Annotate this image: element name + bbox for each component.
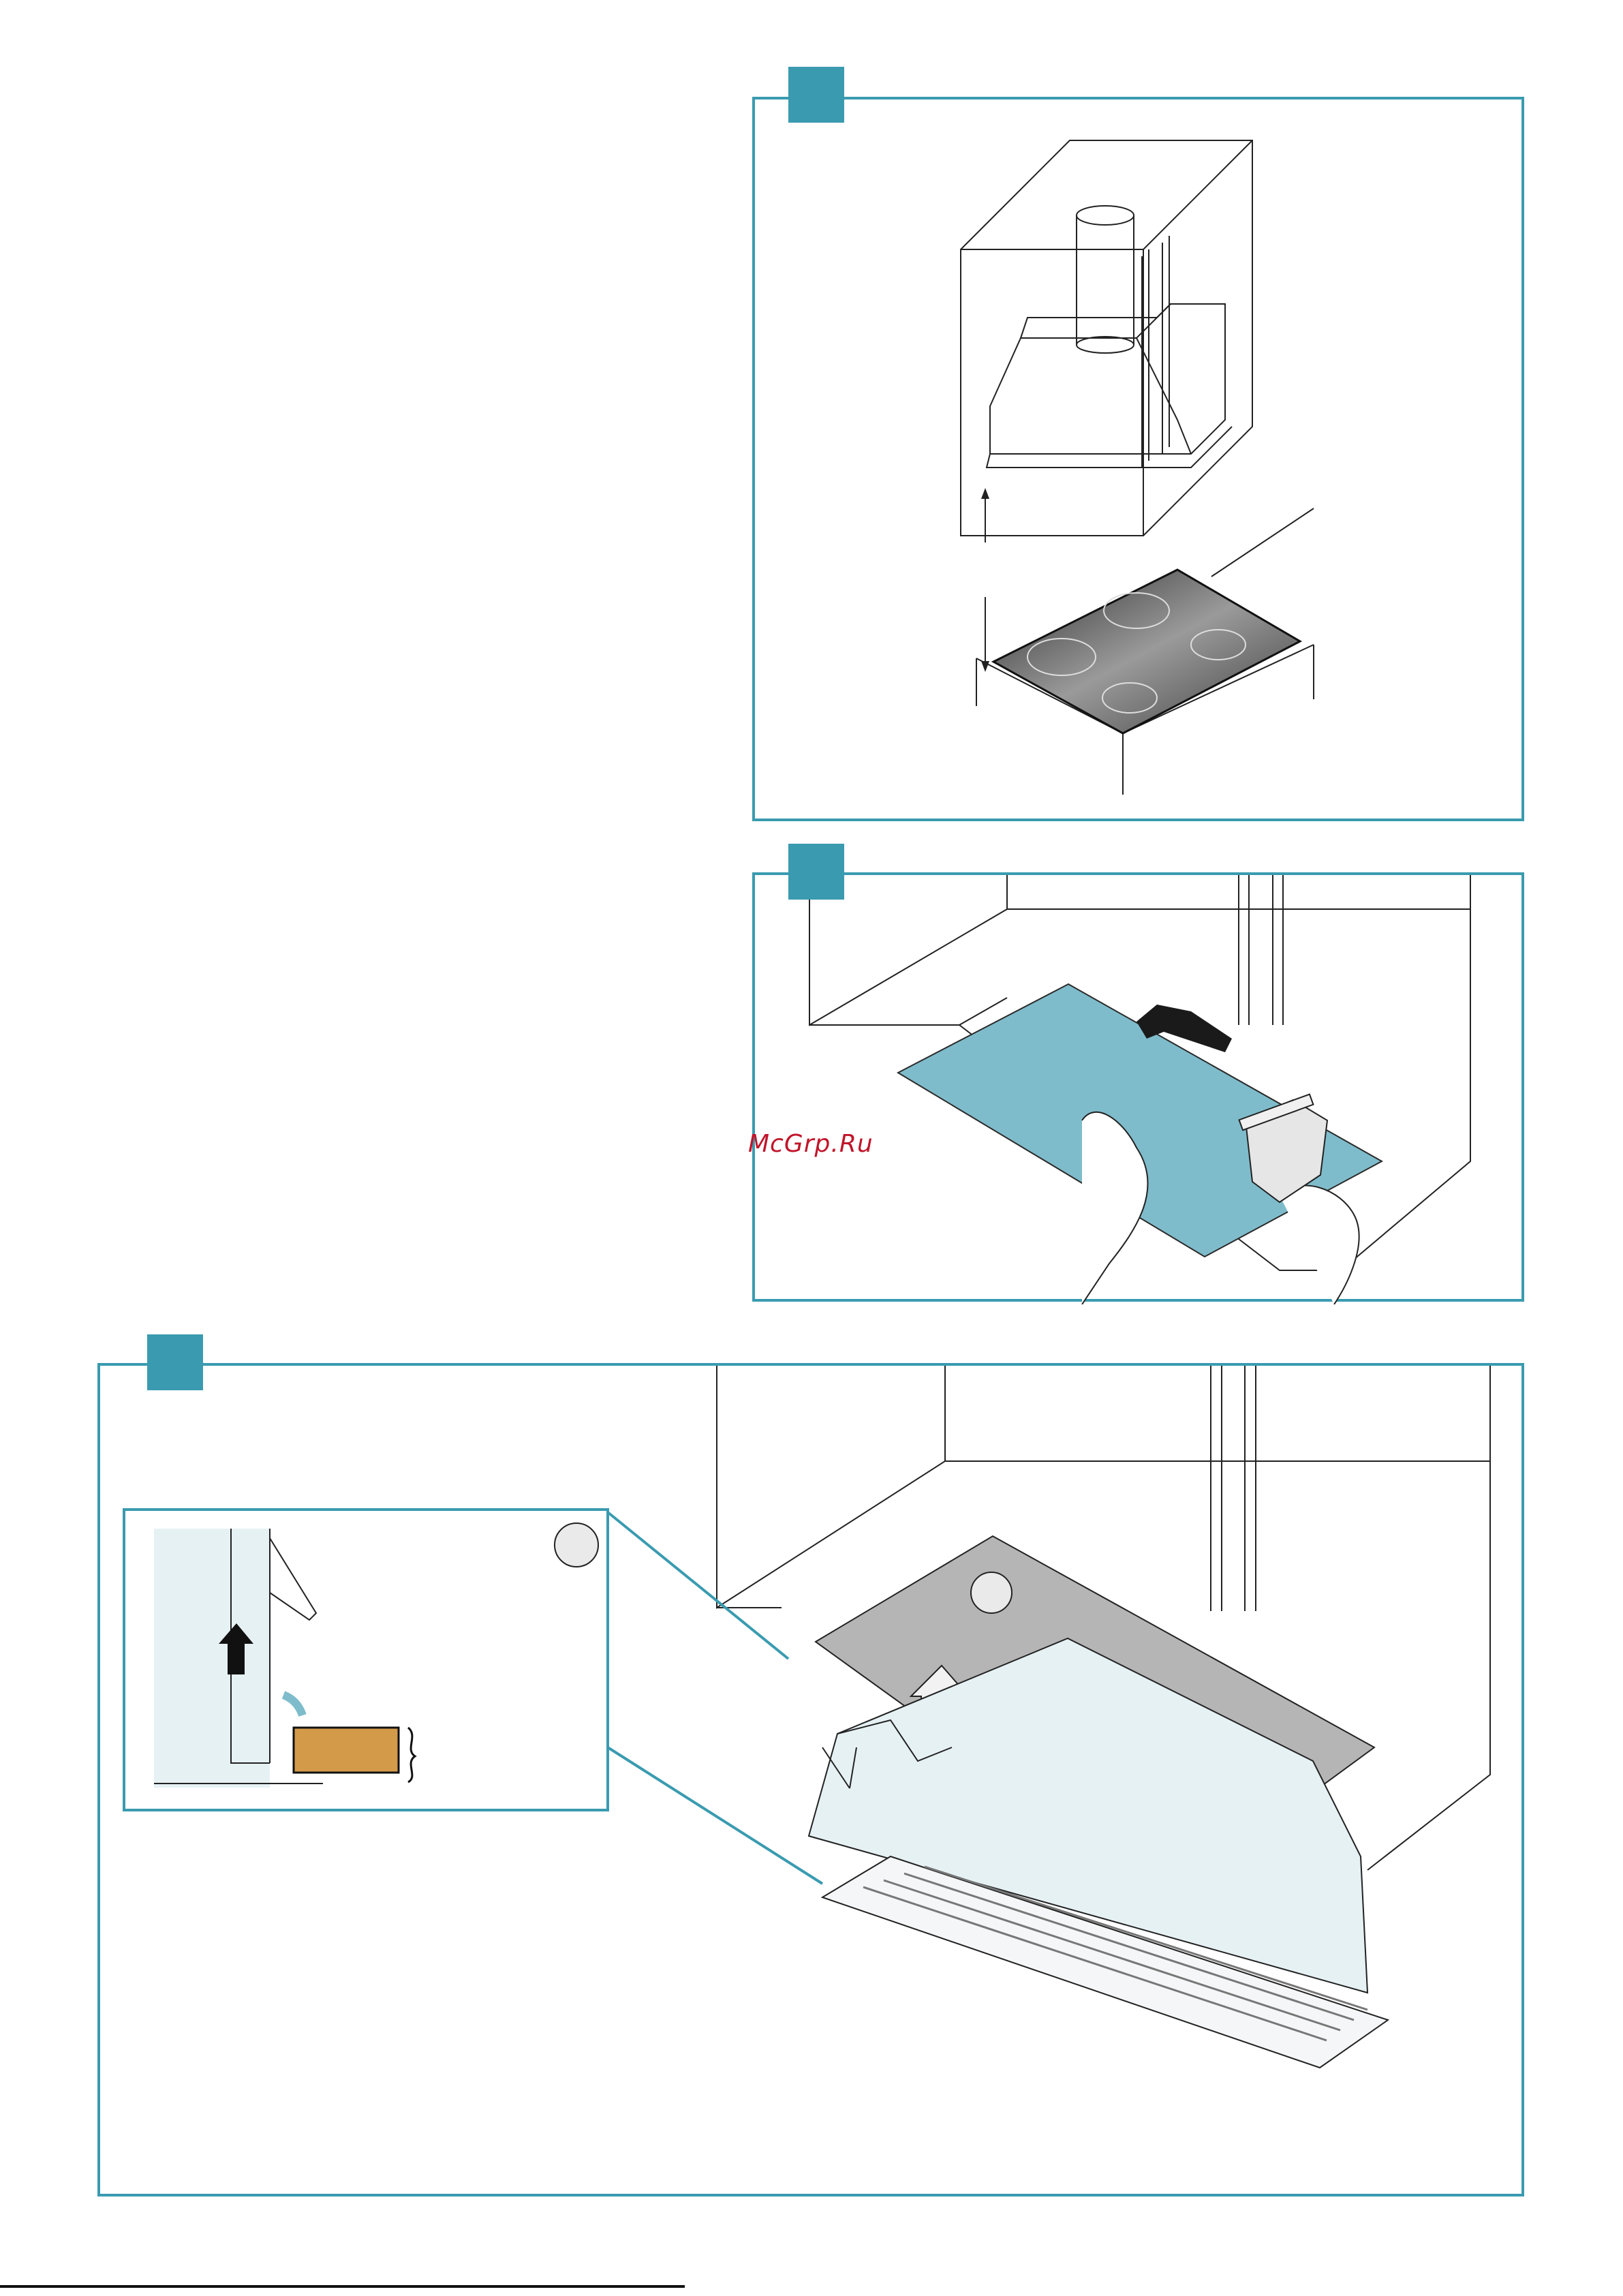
step-3-tab	[147, 1334, 203, 1390]
footer-rule	[0, 2285, 685, 2288]
step-2-tab	[788, 844, 844, 900]
detail-illustration	[125, 1511, 612, 1814]
step-1-panel	[752, 97, 1524, 821]
step-3-detail-inset	[123, 1508, 609, 1811]
step-1-tab	[788, 67, 844, 123]
watermark: McGrp.Ru	[748, 1130, 874, 1158]
jigsaw-cut-illustration	[755, 875, 1527, 1304]
hood-installation-illustration	[755, 100, 1527, 824]
step-2-panel	[752, 872, 1524, 1302]
